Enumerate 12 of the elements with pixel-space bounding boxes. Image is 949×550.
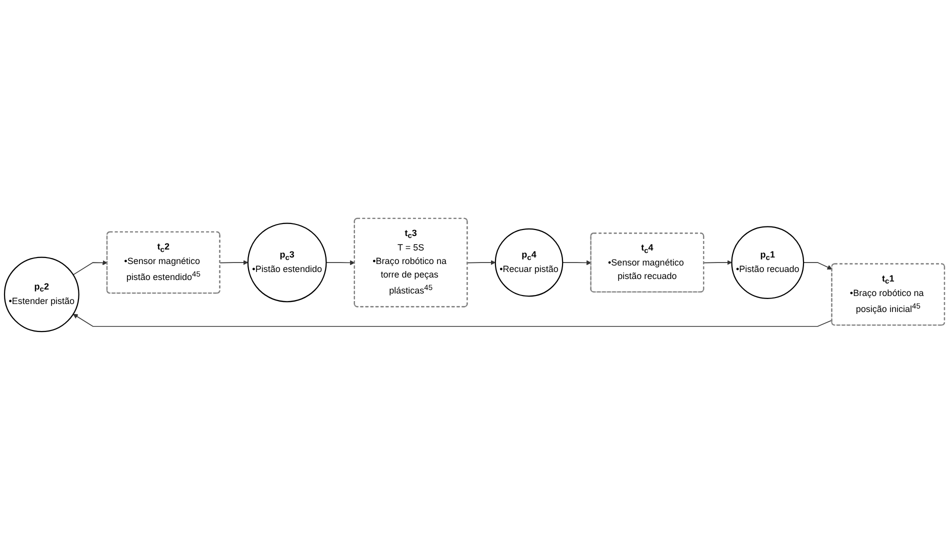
arrow bbox=[220, 260, 248, 265]
node-circle: p$_{c}$4 •Recuar pistão bbox=[494, 228, 564, 297]
arrow bbox=[72, 260, 108, 276]
arrow bbox=[467, 260, 496, 265]
arrow bbox=[562, 260, 592, 266]
arrow bbox=[326, 260, 355, 266]
arrow bbox=[703, 260, 732, 265]
node-circle: p$_{c}$1 •Pistão recuado bbox=[731, 226, 804, 299]
node-circle: p$_{c}$3 •Pistão estendido bbox=[247, 222, 327, 302]
arrow bbox=[72, 314, 832, 327]
node-circle: p$_{c}$2 •Estender pistão bbox=[4, 256, 80, 332]
arrow bbox=[803, 262, 832, 270]
